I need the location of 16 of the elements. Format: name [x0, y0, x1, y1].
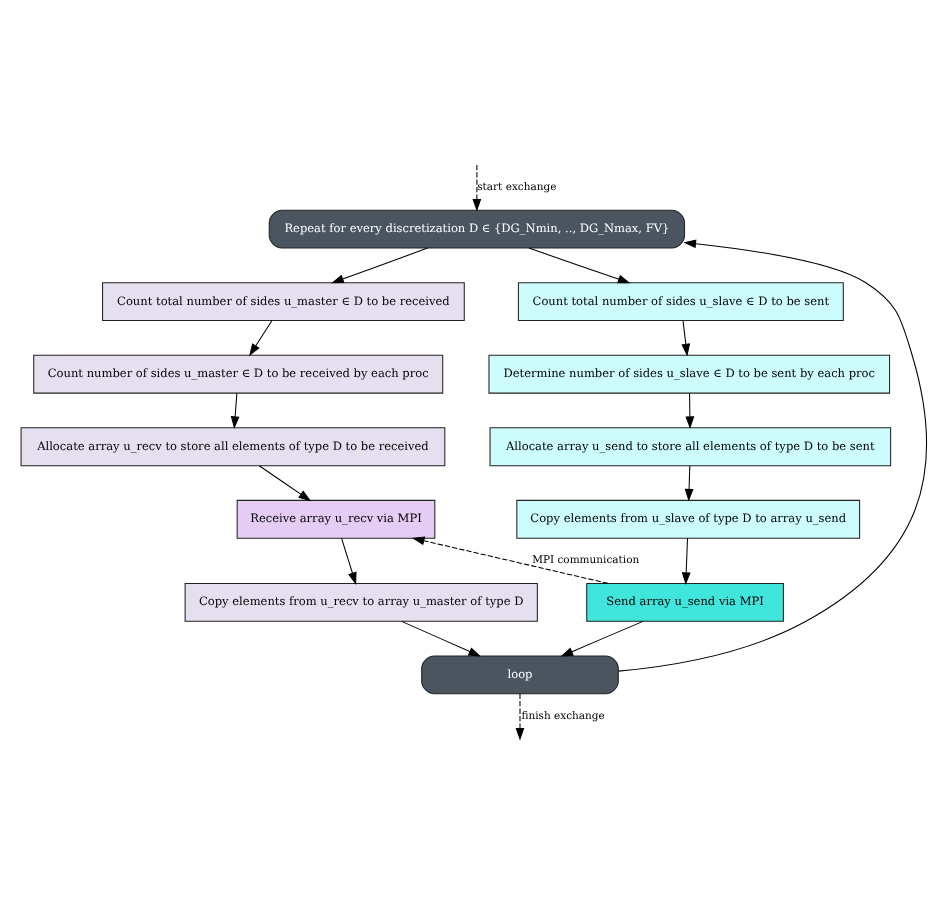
arrow: [230, 391, 240, 428]
arrow: [258, 464, 312, 501]
arrow: [560, 619, 644, 656]
arrow: [681, 536, 691, 584]
arrow: [685, 391, 695, 428]
arrow: [515, 692, 525, 740]
arrow: [681, 319, 691, 356]
arrow: [618, 238, 928, 671]
arrow: [411, 535, 609, 583]
arrow: [472, 163, 482, 211]
arrow: [331, 246, 429, 283]
arrow: [401, 619, 482, 656]
arrow: [528, 246, 631, 283]
arrow: [341, 536, 357, 584]
arrow: [684, 464, 694, 501]
arrow: [249, 319, 273, 356]
